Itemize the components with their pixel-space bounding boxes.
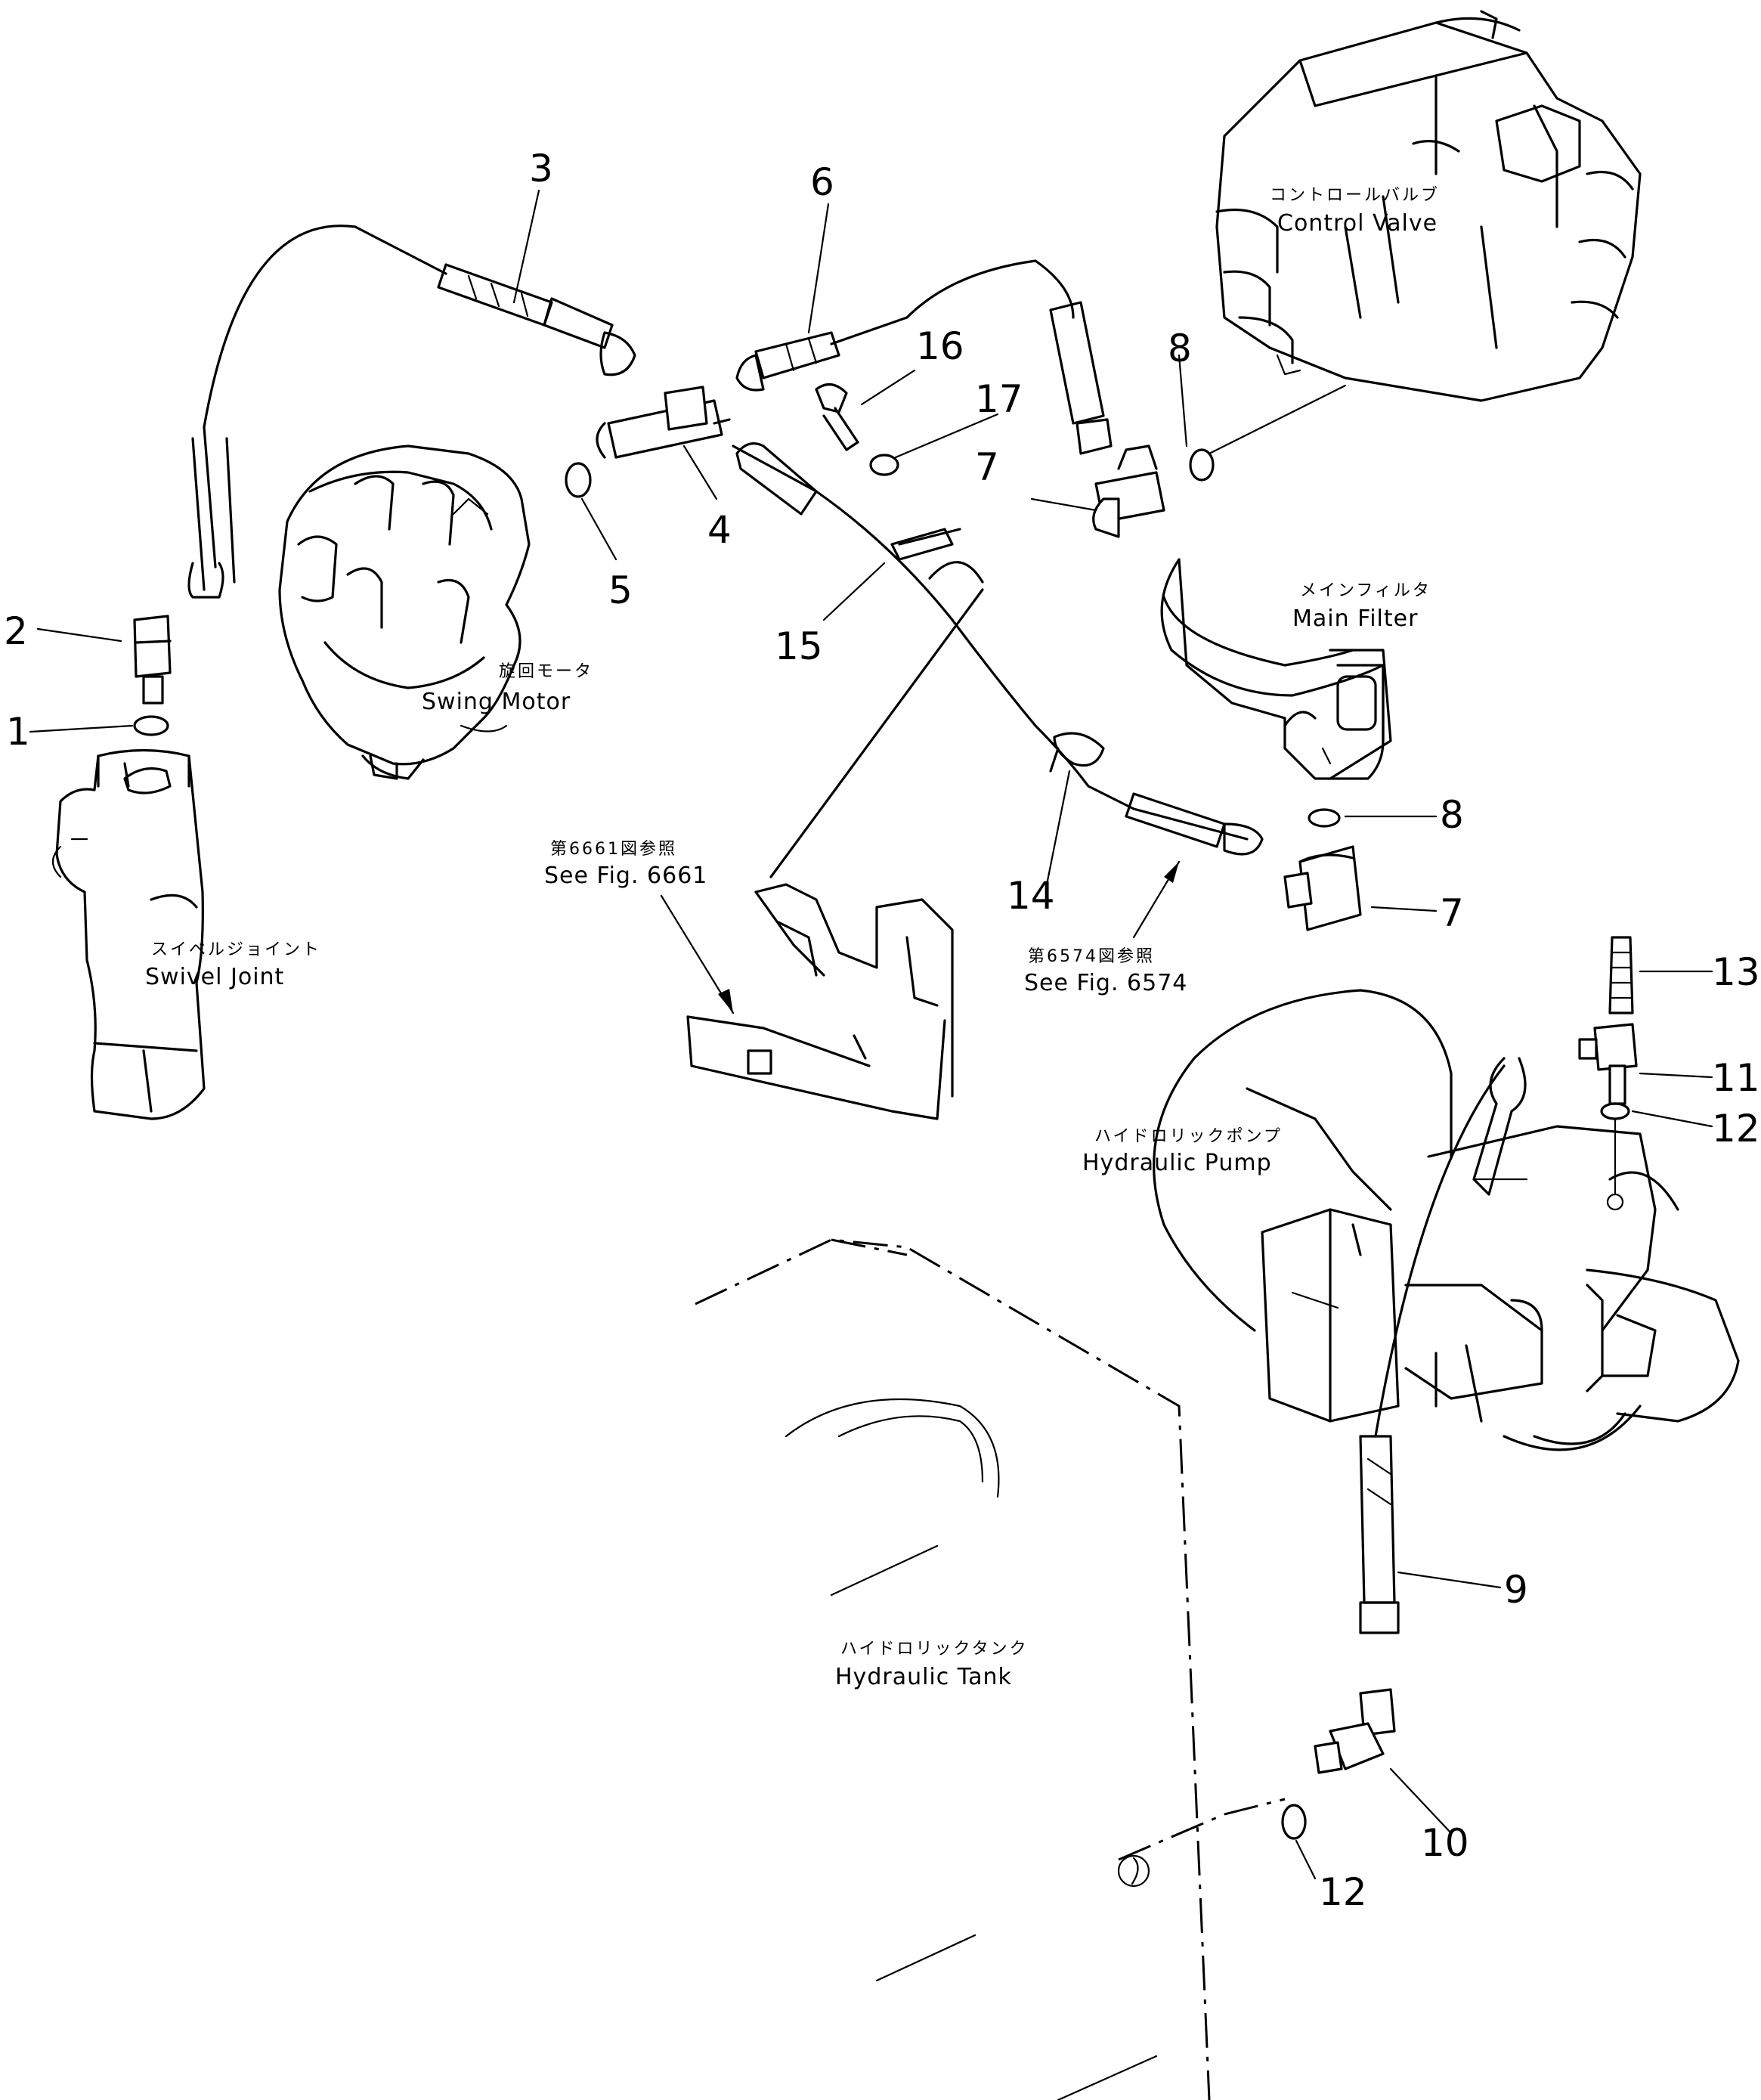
callout-10: 10 — [1421, 1821, 1469, 1865]
fig-6661-bracket — [686, 883, 954, 1120]
callout-14: 14 — [1007, 874, 1055, 918]
callout-7-upper: 7 — [975, 445, 999, 489]
callout-7-lower: 7 — [1440, 891, 1464, 935]
swivel-joint — [51, 748, 206, 1120]
callout-1: 1 — [6, 710, 30, 754]
hydraulic-pump-label: Hydraulic Pump — [1082, 1150, 1272, 1176]
fig-6661-jp-label: 第6661図参照 — [550, 840, 677, 859]
callout-12-lower: 12 — [1319, 1870, 1367, 1914]
leader-lines — [29, 189, 1713, 1880]
swing-motor-label: Swing Motor — [422, 689, 571, 715]
hydraulic-tank — [695, 1238, 1286, 2100]
callout-8-upper: 8 — [1168, 327, 1192, 370]
swivel-joint-label: Swivel Joint — [145, 964, 284, 990]
main-filter-jp-label: メインフィルタ — [1300, 581, 1431, 600]
callout-9: 9 — [1504, 1568, 1528, 1612]
callout-4: 4 — [707, 508, 732, 552]
callout-15: 15 — [775, 624, 823, 668]
control-valve-jp-label: コントロールバルブ — [1270, 186, 1440, 205]
main-filter — [1160, 558, 1392, 780]
control-valve-label: Control Valve — [1277, 210, 1438, 237]
callout-2: 2 — [4, 609, 28, 653]
control-valve — [1215, 10, 1642, 402]
callout-5: 5 — [608, 568, 633, 612]
hoses — [187, 225, 1527, 1634]
callout-3: 3 — [529, 147, 553, 190]
callout-11: 11 — [1712, 1056, 1760, 1100]
callout-17: 17 — [975, 377, 1023, 421]
hydraulic-pump-jp-label: ハイドロリックポンプ — [1094, 1127, 1283, 1146]
swivel-joint-jp-label: スイベルジョイント — [151, 940, 321, 959]
hydraulic-tank-label: Hydraulic Tank — [835, 1664, 1012, 1690]
callout-12-upper: 12 — [1712, 1107, 1760, 1151]
callout-16: 16 — [916, 324, 964, 368]
callout-6: 6 — [810, 160, 834, 204]
main-filter-label: Main Filter — [1292, 606, 1418, 632]
swing-motor-jp-label: 旋回モータ — [499, 662, 593, 681]
callout-13: 13 — [1712, 950, 1760, 994]
fittings — [133, 383, 1638, 1840]
hydraulic-tank-jp-label: ハイドロリックタンク — [840, 1640, 1029, 1659]
fig-6574-label: See Fig. 6574 — [1024, 970, 1187, 996]
fig-6574-jp-label: 第6574図参照 — [1028, 947, 1155, 966]
fig-6661-label: See Fig. 6661 — [544, 863, 707, 889]
callout-8-lower: 8 — [1440, 793, 1464, 837]
hydraulic-pump — [1153, 989, 1740, 1451]
swing-motor — [278, 444, 531, 780]
